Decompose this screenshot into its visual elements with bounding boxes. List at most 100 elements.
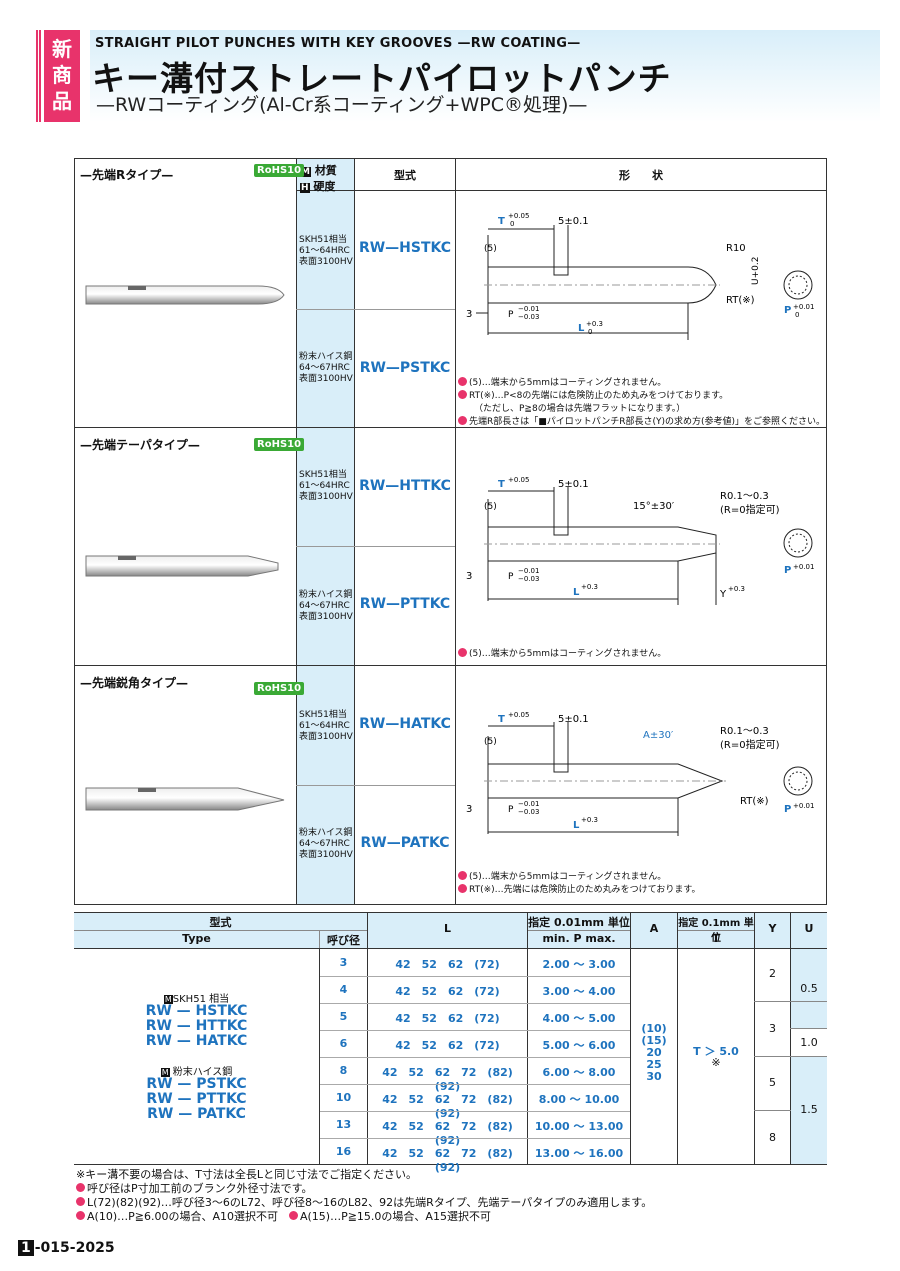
svg-text:P: P — [784, 565, 791, 576]
svg-text:(R=0指定可): (R=0指定可) — [720, 738, 780, 751]
svg-text:+0.3: +0.3 — [581, 816, 598, 824]
l-cell: 42 52 62 (72) — [395, 958, 500, 971]
svg-text:(5): (5) — [484, 244, 497, 254]
svg-text:0: 0 — [795, 311, 799, 319]
shape-drawing-taper: T+0.05 5±0.1(5) 15°±30′ R0.1～0.3 (R=0指定可… — [466, 476, 814, 605]
p-cell: 5.00 ～ 6.00 — [542, 1039, 616, 1052]
size-cell: 4 — [339, 983, 348, 996]
col-t-top: 指定 0.1mm 単位 — [678, 918, 754, 944]
svg-text:+0.05: +0.05 — [508, 712, 529, 719]
l-cell: 42 52 62 72 (82) (92) — [382, 1147, 524, 1174]
l-cell: 42 52 62 72 (82) (92) — [382, 1120, 524, 1147]
col-type: Type — [182, 932, 211, 945]
type-group-material: M 粉末ハイス鋼 — [160, 1067, 233, 1078]
type-label-taper: —先端テーパタイプ— — [80, 438, 200, 452]
svg-text:+0.3: +0.3 — [586, 320, 603, 328]
svg-text:P: P — [508, 310, 514, 320]
svg-text:R0.1～0.3: R0.1～0.3 — [720, 726, 769, 737]
svg-text:5±0.1: 5±0.1 — [558, 216, 589, 227]
header-background — [90, 30, 880, 122]
col-l: L — [443, 922, 451, 935]
page-number: 1-015-2025 — [18, 1240, 115, 1256]
punch-photo-acute — [85, 787, 285, 811]
model-code: RW—HTTKC — [359, 478, 451, 494]
p-cell: 10.00 ～ 13.00 — [534, 1120, 624, 1133]
shape-drawing-acute: T+0.05 5±0.1(5) A±30′ R0.1～0.3 (R=0指定可) … — [466, 712, 814, 836]
size-cell: 16 — [335, 1145, 352, 1158]
svg-text:(5): (5) — [484, 737, 497, 747]
svg-text:T: T — [498, 479, 505, 490]
svg-text:(5): (5) — [484, 502, 497, 512]
svg-text:U+0.2: U+0.2 — [751, 257, 761, 285]
type-label-r: —先端Rタイプ— — [80, 168, 174, 182]
l-cell: 42 52 62 72 (82) (92) — [382, 1066, 524, 1093]
svg-text:−0.03: −0.03 — [518, 313, 539, 321]
svg-text:+0.3: +0.3 — [728, 585, 745, 593]
svg-text:3: 3 — [466, 571, 472, 582]
y-value: 2 — [769, 967, 776, 980]
svg-text:+0.01: +0.01 — [793, 303, 814, 311]
svg-text:+0.05: +0.05 — [508, 212, 529, 220]
p-cell: 13.00 ～ 16.00 — [534, 1147, 624, 1160]
size-cell: 13 — [335, 1118, 352, 1131]
size-cell: 6 — [339, 1037, 348, 1050]
r10-label: R10 — [726, 243, 746, 254]
p-cell: 3.00 ～ 4.00 — [542, 985, 616, 998]
svg-text:T: T — [498, 714, 505, 725]
notes-taper: (5)…端末から5mmはコーティングされません。 — [458, 648, 666, 661]
svg-text:0: 0 — [510, 220, 514, 228]
svg-text:R0.1～0.3: R0.1～0.3 — [720, 491, 769, 502]
t-value: T ＞ 5.0 — [693, 1045, 739, 1058]
col-type-top: 型式 — [209, 916, 232, 929]
l-cell: 42 52 62 72 (82) (92) — [382, 1093, 524, 1120]
type-label-acute: —先端鋭角タイプ— — [80, 676, 189, 690]
svg-text:+0.05: +0.05 — [508, 476, 529, 484]
rohs-badge: RoHS10 — [254, 682, 305, 695]
size-cell: 5 — [339, 1010, 348, 1023]
col-u: U — [804, 922, 814, 935]
svg-text:−0.01: −0.01 — [518, 800, 539, 808]
svg-text:3: 3 — [466, 804, 472, 815]
page-title: キー溝付ストレートパイロットパンチ — [92, 59, 672, 98]
col-size: 呼び径 — [327, 934, 360, 947]
svg-text:P: P — [508, 572, 514, 582]
u-value: 1.5 — [800, 1103, 818, 1116]
t-mark: ※ — [711, 1056, 721, 1069]
y-value: 3 — [769, 1022, 776, 1035]
svg-text:−0.03: −0.03 — [518, 808, 539, 816]
svg-text:RT(※): RT(※) — [740, 796, 769, 807]
model-header: 型式 — [394, 169, 416, 182]
rohs-badge: RoHS10 — [254, 164, 305, 177]
col-a: A — [649, 922, 659, 935]
material-column-bg — [296, 190, 354, 904]
new-product-badge: 新 商 品 — [44, 30, 80, 122]
subtitle-english: STRAIGHT PILOT PUNCHES WITH KEY GROOVES … — [95, 36, 581, 51]
svg-text:(R=0指定可): (R=0指定可) — [720, 503, 780, 516]
size-cell: 8 — [339, 1064, 348, 1077]
badge-char: 品 — [52, 89, 72, 113]
svg-text:A±30′: A±30′ — [643, 730, 674, 741]
rohs-badge: RoHS10 — [254, 438, 305, 451]
svg-text:P: P — [508, 805, 514, 815]
l-cell: 42 52 62 (72) — [395, 985, 500, 998]
type-group-material: MSKH51 相当 — [163, 994, 230, 1005]
col-p: min. P max. — [542, 932, 616, 945]
u-value: 0.5 — [800, 982, 818, 995]
svg-text:−0.03: −0.03 — [518, 575, 539, 583]
svg-text:L: L — [578, 323, 585, 334]
model-code: RW—HATKC — [359, 716, 451, 732]
model-code: RW—PSTKC — [359, 360, 451, 376]
svg-text:0: 0 — [588, 328, 592, 336]
p-cell: 2.00 ～ 3.00 — [542, 958, 616, 971]
col-t: T — [712, 932, 720, 945]
punch-photo-taper — [85, 555, 279, 577]
svg-text:+0.3: +0.3 — [581, 583, 598, 591]
svg-text:L: L — [573, 587, 580, 598]
footnotes: ※キー溝不要の場合は、T寸法は全長Lと同じ寸法でご指定ください。 呼び径はP寸加… — [76, 1168, 653, 1223]
